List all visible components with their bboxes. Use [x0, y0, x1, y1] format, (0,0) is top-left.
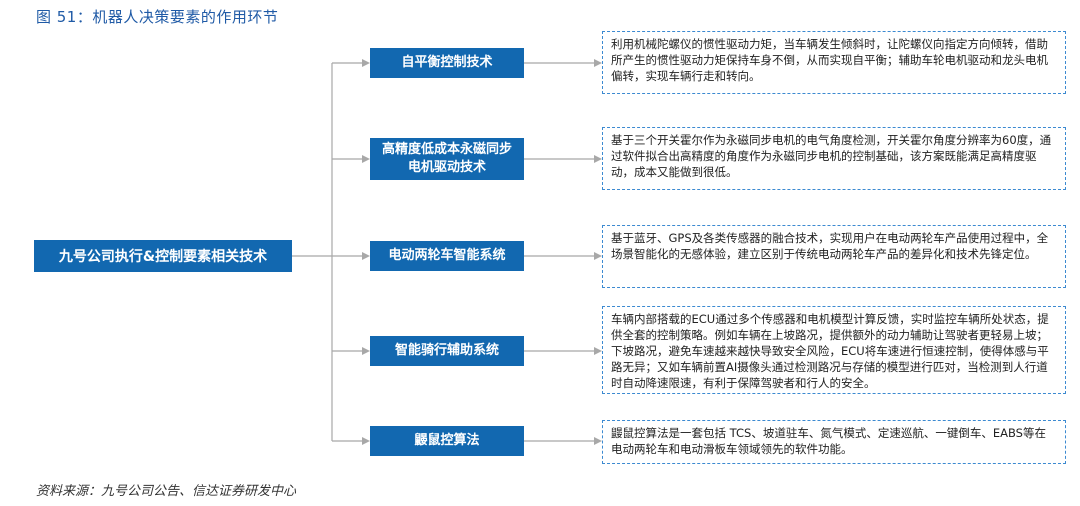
- arrowhead-2: [362, 155, 370, 163]
- arrowhead-4: [362, 347, 370, 355]
- node-mole-control-algorithm: 鼹鼠控算法: [370, 426, 524, 456]
- source-note: 资料来源：九号公司公告、信达证券研发中心: [36, 484, 297, 499]
- arrowhead-6: [594, 59, 602, 67]
- figure-title: 图 51：机器人决策要素的作用环节: [36, 8, 279, 26]
- desc-self-balance-control: 利用机械陀螺仪的惯性驱动力矩，当车辆发生倾斜时，让陀螺仪向指定方向倾转，借助所产…: [602, 31, 1066, 94]
- desc-riding-assist-system: 车辆内部搭载的ECU通过多个传感器和电机模型计算反馈，实时监控车辆所处状态，提供…: [602, 306, 1066, 394]
- arrowhead-1: [362, 59, 370, 67]
- arrowhead-5: [362, 437, 370, 445]
- node-ebike-smart-system: 电动两轮车智能系统: [370, 241, 524, 271]
- node-self-balance-control: 自平衡控制技术: [370, 48, 524, 78]
- arrowhead-8: [594, 252, 602, 260]
- arrowhead-7: [594, 155, 602, 163]
- desc-pmsm-drive: 基于三个开关霍尔作为永磁同步电机的电气角度检测，开关霍尔角度分辨率为60度，通过…: [602, 127, 1066, 190]
- arrowhead-3: [362, 252, 370, 260]
- desc-mole-control-algorithm: 鼹鼠控算法是一套包括 TCS、坡道驻车、氮气模式、定速巡航、一键倒车、EABS等…: [602, 420, 1066, 464]
- arrowhead-10: [594, 437, 602, 445]
- desc-ebike-smart-system: 基于蓝牙、GPS及各类传感器的融合技术，实现用户在电动两轮车产品使用过程中，全场…: [602, 225, 1066, 288]
- arrowhead-9: [594, 347, 602, 355]
- node-pmsm-drive: 高精度低成本永磁同步电机驱动技术: [370, 138, 524, 180]
- node-riding-assist-system: 智能骑行辅助系统: [370, 336, 524, 366]
- root-node: 九号公司执行&控制要素相关技术: [34, 240, 292, 272]
